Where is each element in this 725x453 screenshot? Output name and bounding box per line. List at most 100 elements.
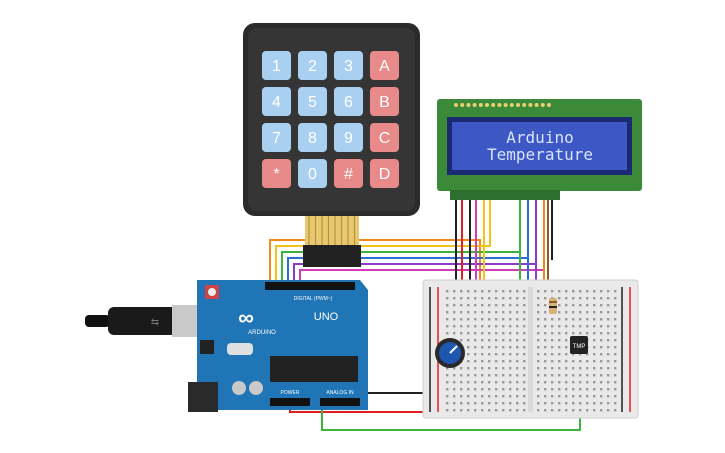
keypad-key-face[interactable] — [370, 87, 399, 116]
keypad-key-B[interactable]: B — [370, 87, 399, 116]
keypad-key-label: C — [379, 130, 391, 147]
lcd-display: Arduino Temperature — [437, 99, 642, 200]
breadboard-hole — [544, 297, 547, 300]
keypad-key-face[interactable] — [298, 159, 327, 188]
breadboard-hole — [446, 304, 449, 307]
arduino-model: UNO — [314, 311, 339, 323]
keypad-key-8[interactable]: 8 — [298, 123, 327, 152]
breadboard-hole — [446, 395, 449, 398]
breadboard-hole — [509, 374, 512, 377]
breadboard-hole — [537, 409, 540, 412]
potentiometer[interactable] — [435, 338, 465, 368]
lcd-pin — [460, 103, 465, 107]
keypad-key-7[interactable]: 7 — [262, 123, 291, 152]
breadboard-hole — [600, 353, 603, 356]
keypad-key-face[interactable] — [298, 123, 327, 152]
keypad-key-face[interactable] — [298, 51, 327, 80]
breadboard-hole — [453, 325, 456, 328]
breadboard-hole — [481, 318, 484, 321]
keypad-key-face[interactable] — [298, 87, 327, 116]
breadboard-hole — [488, 311, 491, 314]
breadboard-hole — [502, 290, 505, 293]
breadboard-hole — [551, 388, 554, 391]
keypad-key-face[interactable] — [334, 51, 363, 80]
breadboard-hole — [579, 360, 582, 363]
breadboard-hole — [481, 332, 484, 335]
breadboard-hole — [593, 409, 596, 412]
breadboard-hole — [495, 367, 498, 370]
breadboard-hole — [607, 388, 610, 391]
keypad-key-face[interactable] — [370, 159, 399, 188]
breadboard-hole — [516, 402, 519, 405]
keypad-key-D[interactable]: D — [370, 159, 399, 188]
breadboard-hole — [481, 367, 484, 370]
breadboard-hole — [551, 325, 554, 328]
breadboard-hole — [446, 311, 449, 314]
breadboard-hole — [453, 297, 456, 300]
breadboard-hole — [481, 409, 484, 412]
breadboard-hole — [586, 409, 589, 412]
breadboard-hole — [565, 304, 568, 307]
breadboard-hole — [474, 318, 477, 321]
breadboard-hole — [523, 402, 526, 405]
breadboard-hole — [586, 318, 589, 321]
keypad-key-label: A — [379, 58, 390, 75]
breadboard-hole — [544, 374, 547, 377]
breadboard-hole — [558, 409, 561, 412]
breadboard-hole — [565, 360, 568, 363]
breadboard-hole — [495, 360, 498, 363]
keypad-key-face[interactable] — [370, 123, 399, 152]
keypad-key-face[interactable] — [334, 87, 363, 116]
keypad-key-face[interactable] — [334, 159, 363, 188]
breadboard-hole — [544, 381, 547, 384]
breadboard-hole — [593, 388, 596, 391]
keypad-key-label: # — [344, 166, 353, 183]
breadboard-hole — [446, 409, 449, 412]
keypad-key-face[interactable] — [370, 51, 399, 80]
keypad-key-C[interactable]: C — [370, 123, 399, 152]
breadboard-hole — [544, 304, 547, 307]
keypad-key-9[interactable]: 9 — [334, 123, 363, 152]
breadboard-hole — [488, 402, 491, 405]
breadboard-hole — [453, 311, 456, 314]
breadboard-hole — [474, 311, 477, 314]
keypad-key-4[interactable]: 4 — [262, 87, 291, 116]
breadboard-hole — [474, 353, 477, 356]
breadboard-hole — [509, 297, 512, 300]
breadboard-hole — [593, 346, 596, 349]
keypad-key-face[interactable] — [334, 123, 363, 152]
breadboard-hole — [502, 395, 505, 398]
breadboard-hole — [502, 311, 505, 314]
atmega-chip — [270, 356, 358, 382]
breadboard-hole — [460, 374, 463, 377]
keypad-key-face[interactable] — [262, 123, 291, 152]
breadboard-hole — [607, 346, 610, 349]
keypad-key-face[interactable] — [262, 87, 291, 116]
keypad-key-3[interactable]: 3 — [334, 51, 363, 80]
breadboard-hole — [586, 388, 589, 391]
keypad-key-*[interactable]: * — [262, 159, 291, 188]
breadboard-hole — [502, 402, 505, 405]
keypad-key-face[interactable] — [262, 51, 291, 80]
keypad-key-0[interactable]: 0 — [298, 159, 327, 188]
breadboard-hole — [572, 374, 575, 377]
breadboard-hole — [579, 304, 582, 307]
breadboard-hole — [516, 325, 519, 328]
keypad-key-A[interactable]: A — [370, 51, 399, 80]
breadboard-hole — [572, 409, 575, 412]
breadboard-hole — [481, 360, 484, 363]
breadboard-hole — [551, 395, 554, 398]
breadboard-hole — [481, 311, 484, 314]
keypad-key-face[interactable] — [262, 159, 291, 188]
breadboard-hole — [614, 367, 617, 370]
keypad-key-#[interactable]: # — [334, 159, 363, 188]
breadboard-hole — [544, 339, 547, 342]
breadboard-hole — [537, 346, 540, 349]
keypad-key-6[interactable]: 6 — [334, 87, 363, 116]
keypad-key-5[interactable]: 5 — [298, 87, 327, 116]
keypad-key-2[interactable]: 2 — [298, 51, 327, 80]
keypad-key-1[interactable]: 1 — [262, 51, 291, 80]
breadboard-hole — [474, 346, 477, 349]
breadboard-hole — [509, 402, 512, 405]
breadboard-hole — [502, 353, 505, 356]
